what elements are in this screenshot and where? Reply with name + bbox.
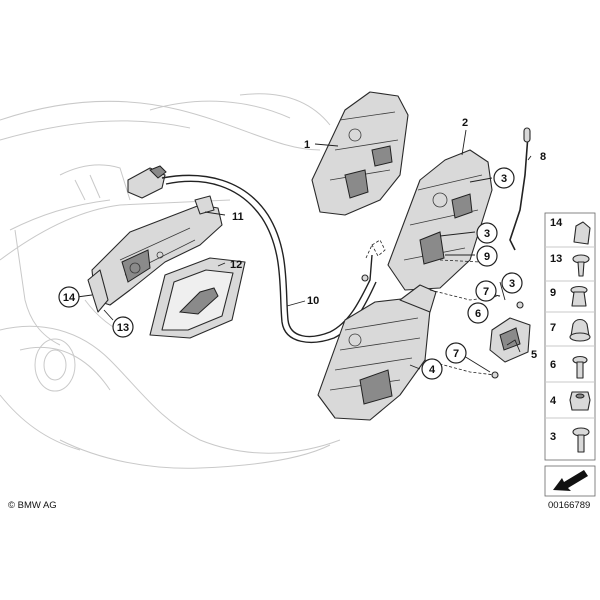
- callout-13: 13: [117, 322, 129, 334]
- striker-plate: [489, 317, 531, 363]
- callout-2: 2: [462, 117, 468, 129]
- callout-12: 12: [230, 259, 242, 271]
- callout-3-top: 3: [501, 173, 507, 185]
- copyright-label: © BMW AG: [8, 500, 57, 511]
- callout-4: 4: [429, 364, 436, 376]
- legend-number-4: 4: [550, 395, 557, 407]
- legend-number-13: 13: [550, 253, 562, 265]
- screw-icon: [572, 254, 590, 277]
- legend-number-7: 7: [550, 322, 556, 334]
- lock-rod: [509, 127, 531, 251]
- callouts: 1 2 3 8 11 12 14 13 10 3 9 3 7 6 5 7 4: [58, 117, 546, 380]
- callout-11: 11: [232, 211, 244, 223]
- cable-end-fitting: [127, 165, 167, 199]
- callout-14: 14: [63, 292, 76, 304]
- callout-7-upper: 7: [483, 286, 489, 298]
- legend-number-3: 3: [550, 431, 556, 443]
- legend-number-9: 9: [550, 287, 556, 299]
- callout-3-mid: 3: [484, 228, 490, 240]
- small-fasteners: [361, 274, 524, 379]
- callout-3-low: 3: [509, 278, 515, 290]
- direction-arrow-icon: [553, 470, 588, 491]
- door-lock-2: [387, 149, 493, 291]
- callout-5: 5: [531, 349, 537, 361]
- bolt-icon: [572, 355, 588, 379]
- nut-icon: [569, 391, 591, 411]
- callout-6: 6: [475, 308, 481, 320]
- callout-1: 1: [304, 139, 310, 151]
- fastener-legend: 14 13 9 7 6 4 3: [544, 212, 596, 497]
- lock-actuator: [317, 284, 437, 421]
- callout-7-lower: 7: [453, 348, 459, 360]
- callout-9: 9: [484, 251, 490, 263]
- torx-screw-icon: [572, 427, 590, 453]
- diagram-id-label: 00166789: [548, 500, 590, 511]
- legend-number-14: 14: [550, 217, 563, 229]
- callout-8: 8: [540, 151, 546, 163]
- leader-lines: [76, 129, 532, 373]
- clip-icon: [573, 221, 591, 245]
- inner-handle-bracket: [87, 195, 223, 313]
- expanding-rivet-icon: [570, 285, 588, 307]
- plug-icon: [569, 318, 591, 342]
- callout-10: 10: [307, 295, 319, 307]
- door-lock-1: [311, 91, 409, 216]
- handle-trim-bezel: [149, 257, 246, 339]
- legend-number-6: 6: [550, 359, 556, 371]
